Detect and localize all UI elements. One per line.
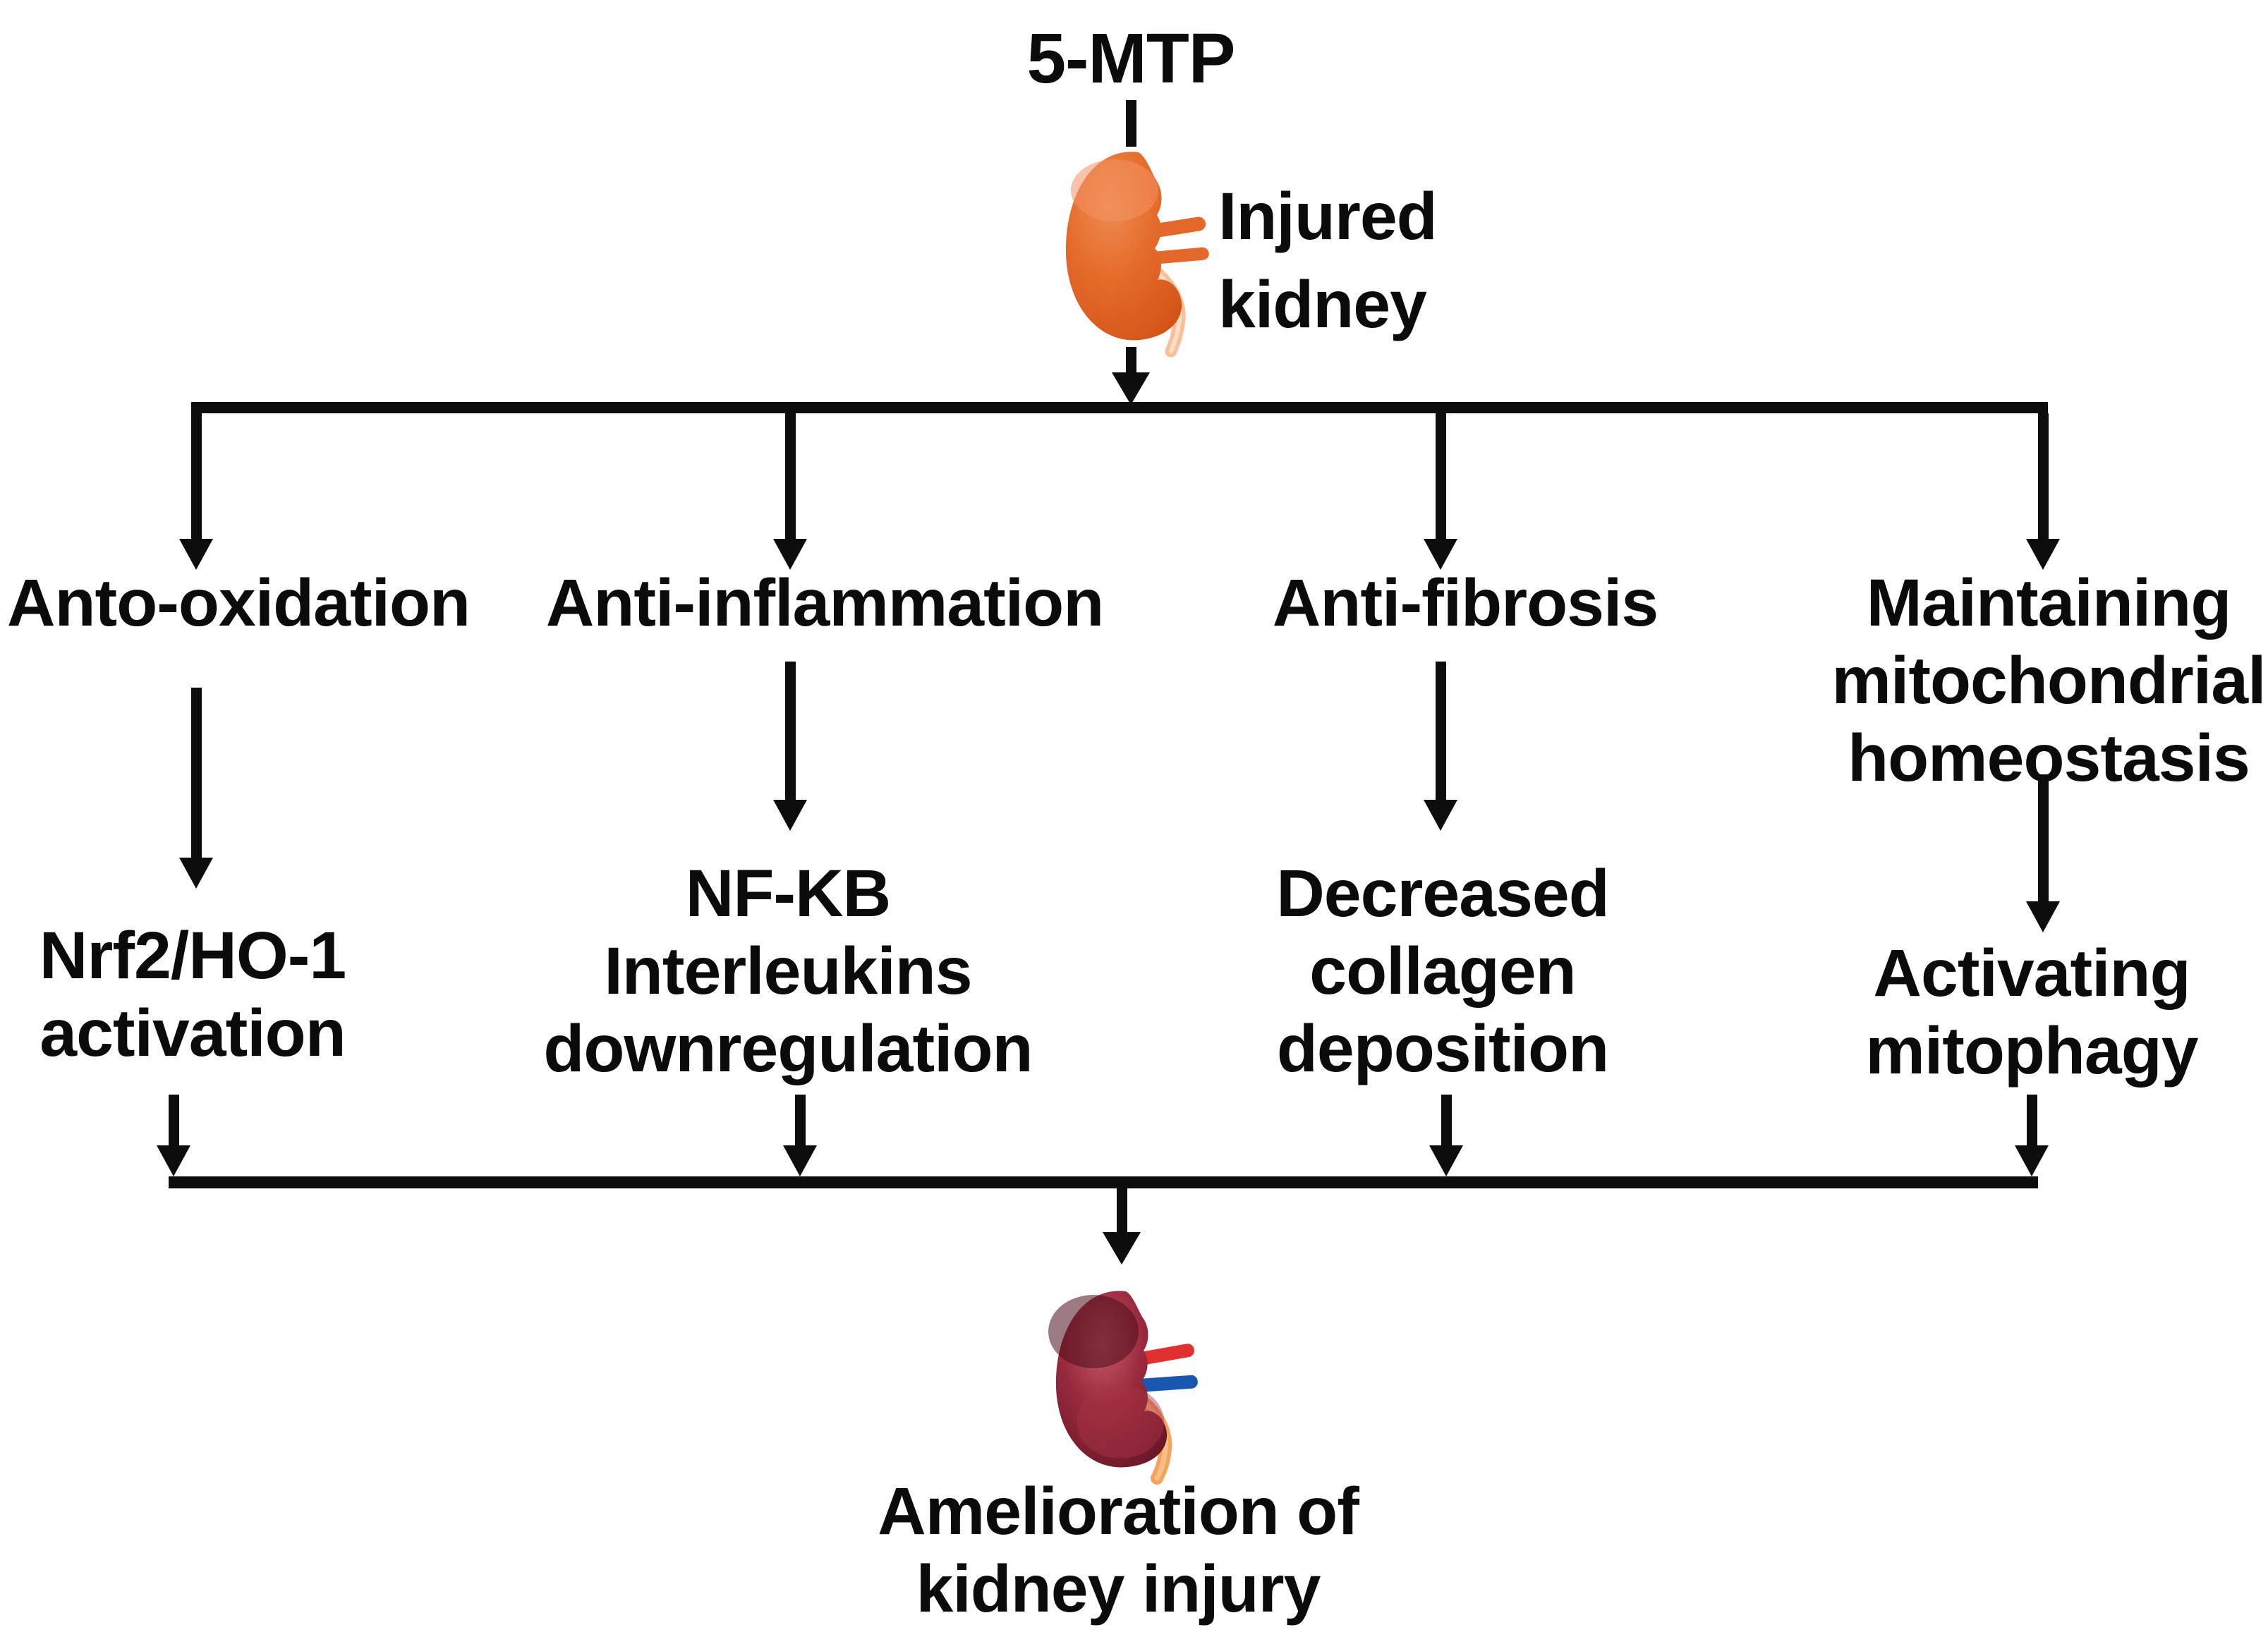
result1-arrow-head bbox=[179, 858, 213, 889]
branch4-label-line3: homeostasis bbox=[1848, 721, 2250, 796]
result2-line3: downregulation bbox=[543, 1011, 1033, 1086]
healthy-kidney-icon bbox=[1048, 1291, 1201, 1485]
branch4-arrow-head bbox=[2026, 539, 2060, 570]
result3-arrow-stem bbox=[1436, 662, 1446, 801]
converge1-arrow-stem bbox=[169, 1095, 179, 1147]
branch4-label-line2: mitochondrial bbox=[1831, 643, 2266, 718]
converge4-arrow-stem bbox=[2027, 1095, 2037, 1147]
result4-line2: mitophagy bbox=[1865, 1013, 2198, 1088]
branch4-label-line1: Maintaining bbox=[1866, 566, 2232, 640]
result2-arrow-stem bbox=[785, 662, 796, 801]
converge3-arrow-head bbox=[1429, 1145, 1463, 1176]
branch3-arrow-stem bbox=[1436, 413, 1446, 540]
result3-line2: collagen bbox=[1309, 934, 1576, 1009]
title-connector-line bbox=[1126, 100, 1136, 147]
branch3-arrow-head bbox=[1424, 539, 1457, 570]
branch2-label: Anti-inflammation bbox=[545, 566, 1104, 640]
result1-arrow-stem bbox=[191, 688, 202, 859]
branch2-arrow-stem bbox=[785, 413, 796, 540]
injured-kidney-sheen bbox=[1071, 159, 1158, 221]
outcome-arrow-stem bbox=[1117, 1188, 1127, 1234]
healthy-kidney-sheen bbox=[1077, 1385, 1164, 1459]
result3-line3: deposition bbox=[1276, 1011, 1609, 1086]
converge2-arrow-head bbox=[783, 1145, 817, 1176]
diagram-title: 5-MTP bbox=[1026, 19, 1236, 98]
healthy-kidney-shadow bbox=[1048, 1295, 1139, 1368]
branch3-label: Anti-fibrosis bbox=[1272, 566, 1658, 640]
converge2-arrow-stem bbox=[795, 1095, 806, 1147]
result2-arrow-head bbox=[773, 800, 807, 831]
injured-kidney-ureter-highlight bbox=[1148, 264, 1182, 353]
result4-arrow-head bbox=[2026, 901, 2060, 932]
result3-arrow-head bbox=[1424, 800, 1457, 831]
converge3-arrow-stem bbox=[1441, 1095, 1452, 1147]
convergence-bar bbox=[169, 1176, 2038, 1188]
result1-line1: Nrf2/HO-1 bbox=[39, 918, 346, 993]
healthy-kidney-ureter-highlight bbox=[1132, 1392, 1168, 1481]
outcome-label-line1: Amelioration of bbox=[878, 1474, 1359, 1549]
flow-arrow-stem bbox=[1126, 347, 1136, 374]
injured-kidney-label-line2: kidney bbox=[1218, 267, 1427, 342]
injured-kidney-icon bbox=[1065, 152, 1212, 358]
branch1-arrow-stem bbox=[191, 413, 202, 540]
result2-line1: NF-KB bbox=[685, 856, 891, 931]
branch2-arrow-head bbox=[773, 539, 807, 570]
flow-arrow-head bbox=[1112, 372, 1150, 405]
injured-kidney-label-line1: Injured bbox=[1218, 179, 1438, 254]
result1-line2: activation bbox=[40, 996, 346, 1071]
result4-arrow-stem bbox=[2038, 774, 2049, 903]
outcome-arrow-head bbox=[1103, 1232, 1141, 1265]
branch1-label: Anto-oxidation bbox=[6, 566, 471, 640]
branch4-arrow-stem bbox=[2038, 413, 2049, 540]
result4-line1: Activating bbox=[1873, 936, 2190, 1011]
result3-line1: Decreased bbox=[1276, 856, 1610, 931]
distribution-bar bbox=[191, 402, 2048, 413]
branch1-arrow-head bbox=[179, 539, 213, 570]
outcome-label-line2: kidney injury bbox=[916, 1552, 1321, 1626]
converge4-arrow-head bbox=[2015, 1145, 2049, 1176]
converge1-arrow-head bbox=[157, 1145, 190, 1176]
result2-line2: Interleukins bbox=[604, 934, 972, 1009]
